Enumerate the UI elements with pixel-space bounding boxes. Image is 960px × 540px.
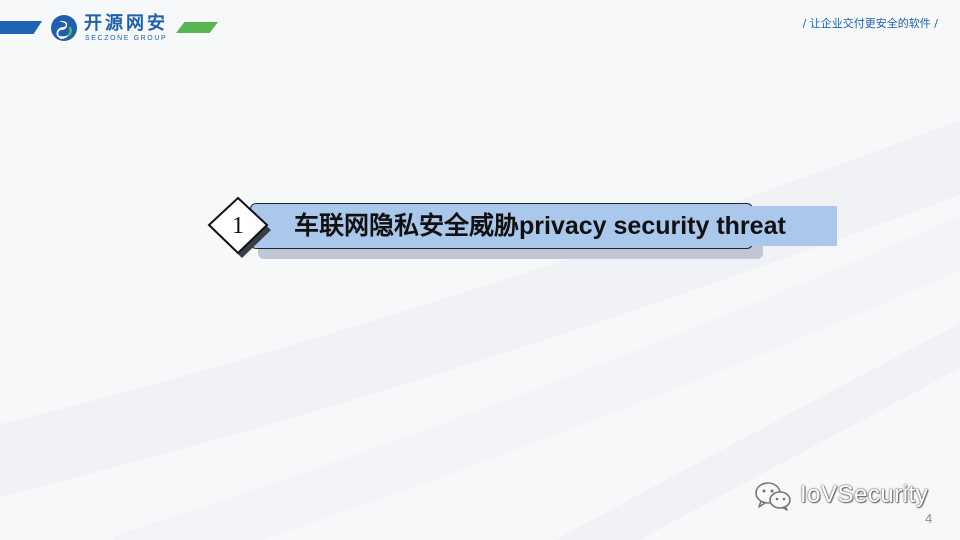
section-number: 1 (232, 213, 244, 239)
section-number-diamond (207, 196, 271, 258)
wechat-icon (755, 482, 791, 511)
seczone-logo-icon (51, 15, 77, 41)
watermark-text: IoVSecurity (800, 481, 929, 508)
logo-english-name: SECZONE GROUP (85, 35, 168, 42)
header-blue-stripe (0, 21, 42, 34)
logo-chinese-name: 开源网安 (84, 13, 168, 34)
header-green-stripe (176, 22, 218, 33)
section-title: 车联网隐私安全威胁privacy security threat (294, 206, 837, 246)
header-slogan: / 让企业交付更安全的软件 / (802, 17, 938, 30)
page-number: 4 (925, 511, 933, 526)
